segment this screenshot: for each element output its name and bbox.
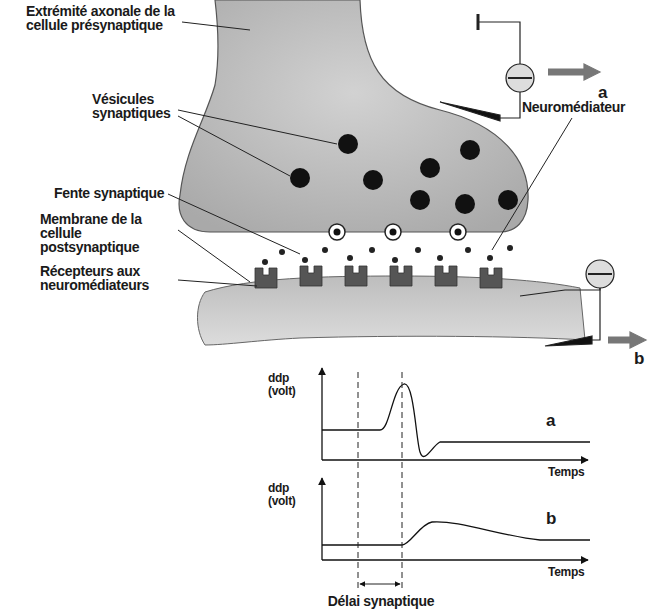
curve-label: b xyxy=(546,510,566,527)
curve-label: a xyxy=(546,412,566,429)
axis-label: ddp (volt) xyxy=(268,482,318,508)
part-label: Membrane de la cellule postsynaptique xyxy=(40,212,180,254)
axis-label: Temps xyxy=(548,466,608,479)
signal-label: b xyxy=(634,350,654,367)
graph-b xyxy=(322,478,590,560)
leader-lines xyxy=(168,22,572,286)
axis-label: Temps xyxy=(548,566,608,579)
neuromediator xyxy=(262,245,513,265)
part-label: Extrémité axonale de la cellule présynap… xyxy=(26,4,186,32)
graph-a xyxy=(322,368,590,460)
part-label: Récepteurs aux neuromédiateurs xyxy=(40,264,180,292)
part-label: Neuromédiateur xyxy=(522,100,652,114)
presynaptic-terminal xyxy=(179,0,528,232)
part-label: Vésicules synaptiques xyxy=(92,92,182,120)
voltmeter-b xyxy=(520,260,646,348)
axis-label: ddp (volt) xyxy=(268,372,318,398)
synaptic-vesicles xyxy=(290,134,518,214)
exocytosis xyxy=(329,224,466,240)
part-label: Fente synaptique xyxy=(54,186,174,200)
signal-label: a xyxy=(598,84,618,101)
caption-label: Délai synaptique xyxy=(316,594,446,608)
receptors xyxy=(255,266,502,288)
synaptic-delay xyxy=(358,372,402,592)
